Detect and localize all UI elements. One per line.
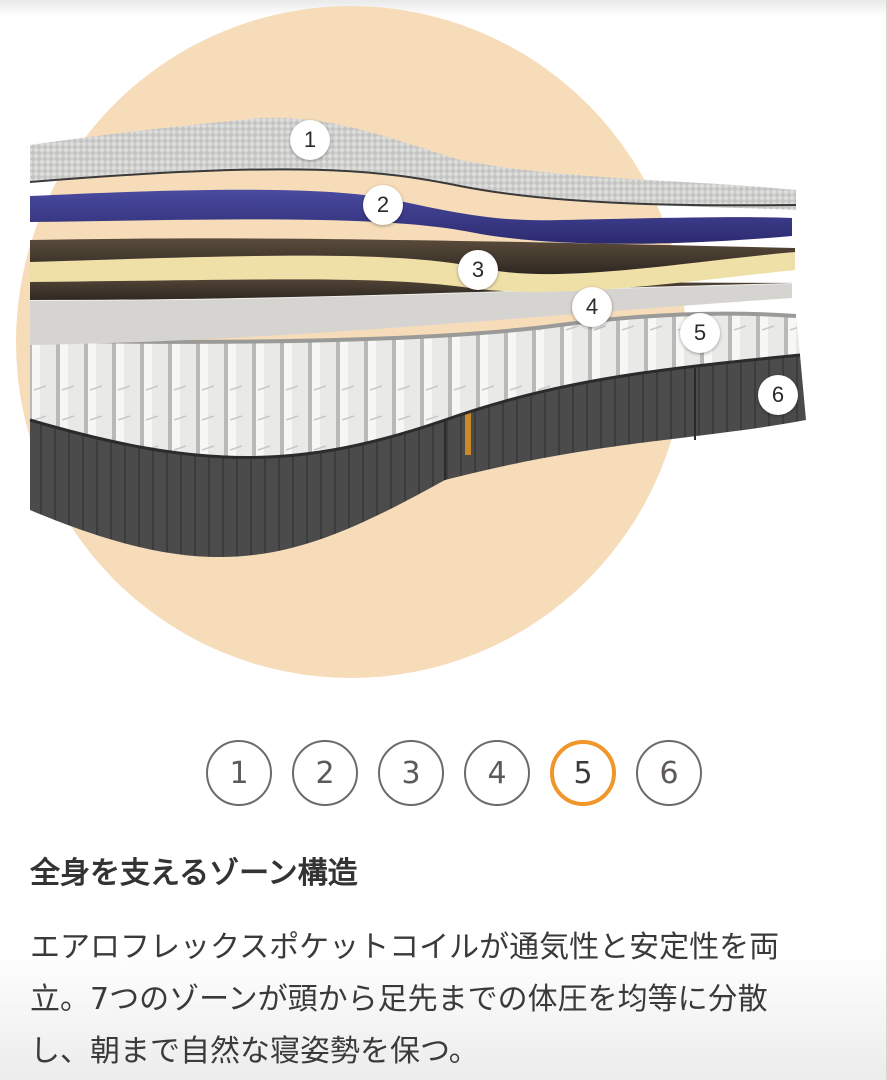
section-description: エアロフレックスポケットコイルが通気性と安定性を両 立。7つのゾーンが頭から足先…: [30, 922, 870, 1078]
layer-marker-3[interactable]: 3: [458, 250, 498, 290]
right-border: [886, 0, 888, 1080]
layer-marker-1[interactable]: 1: [290, 120, 330, 160]
layer-stepper: 1 2 3 4 5 6: [0, 740, 888, 810]
caption-panel: [0, 840, 888, 1080]
description-line-2: 立。7つのゾーンが頭から足先までの体圧を均等に分散: [30, 982, 768, 1017]
mattress-hero-image: 1 2 3 4 5 6: [16, 6, 806, 678]
description-line-1: エアロフレックスポケットコイルが通気性と安定性を両: [30, 930, 780, 965]
top-shadow: [0, 0, 888, 16]
section-title: 全身を支えるゾーン構造: [30, 856, 358, 891]
layer-marker-5[interactable]: 5: [680, 313, 720, 353]
step-button-6[interactable]: 6: [636, 740, 702, 806]
layer-marker-2[interactable]: 2: [363, 185, 403, 225]
layer-marker-4[interactable]: 4: [572, 287, 612, 327]
layer-marker-6[interactable]: 6: [758, 375, 798, 415]
step-button-1[interactable]: 1: [206, 740, 272, 806]
step-button-2[interactable]: 2: [292, 740, 358, 806]
step-button-4[interactable]: 4: [464, 740, 530, 806]
description-line-3: し、朝まで自然な寝姿勢を保つ。: [30, 1034, 479, 1069]
mattress-layers-illustration: [29, 117, 806, 558]
step-button-5-active[interactable]: 5: [550, 740, 616, 806]
step-button-3[interactable]: 3: [378, 740, 444, 806]
